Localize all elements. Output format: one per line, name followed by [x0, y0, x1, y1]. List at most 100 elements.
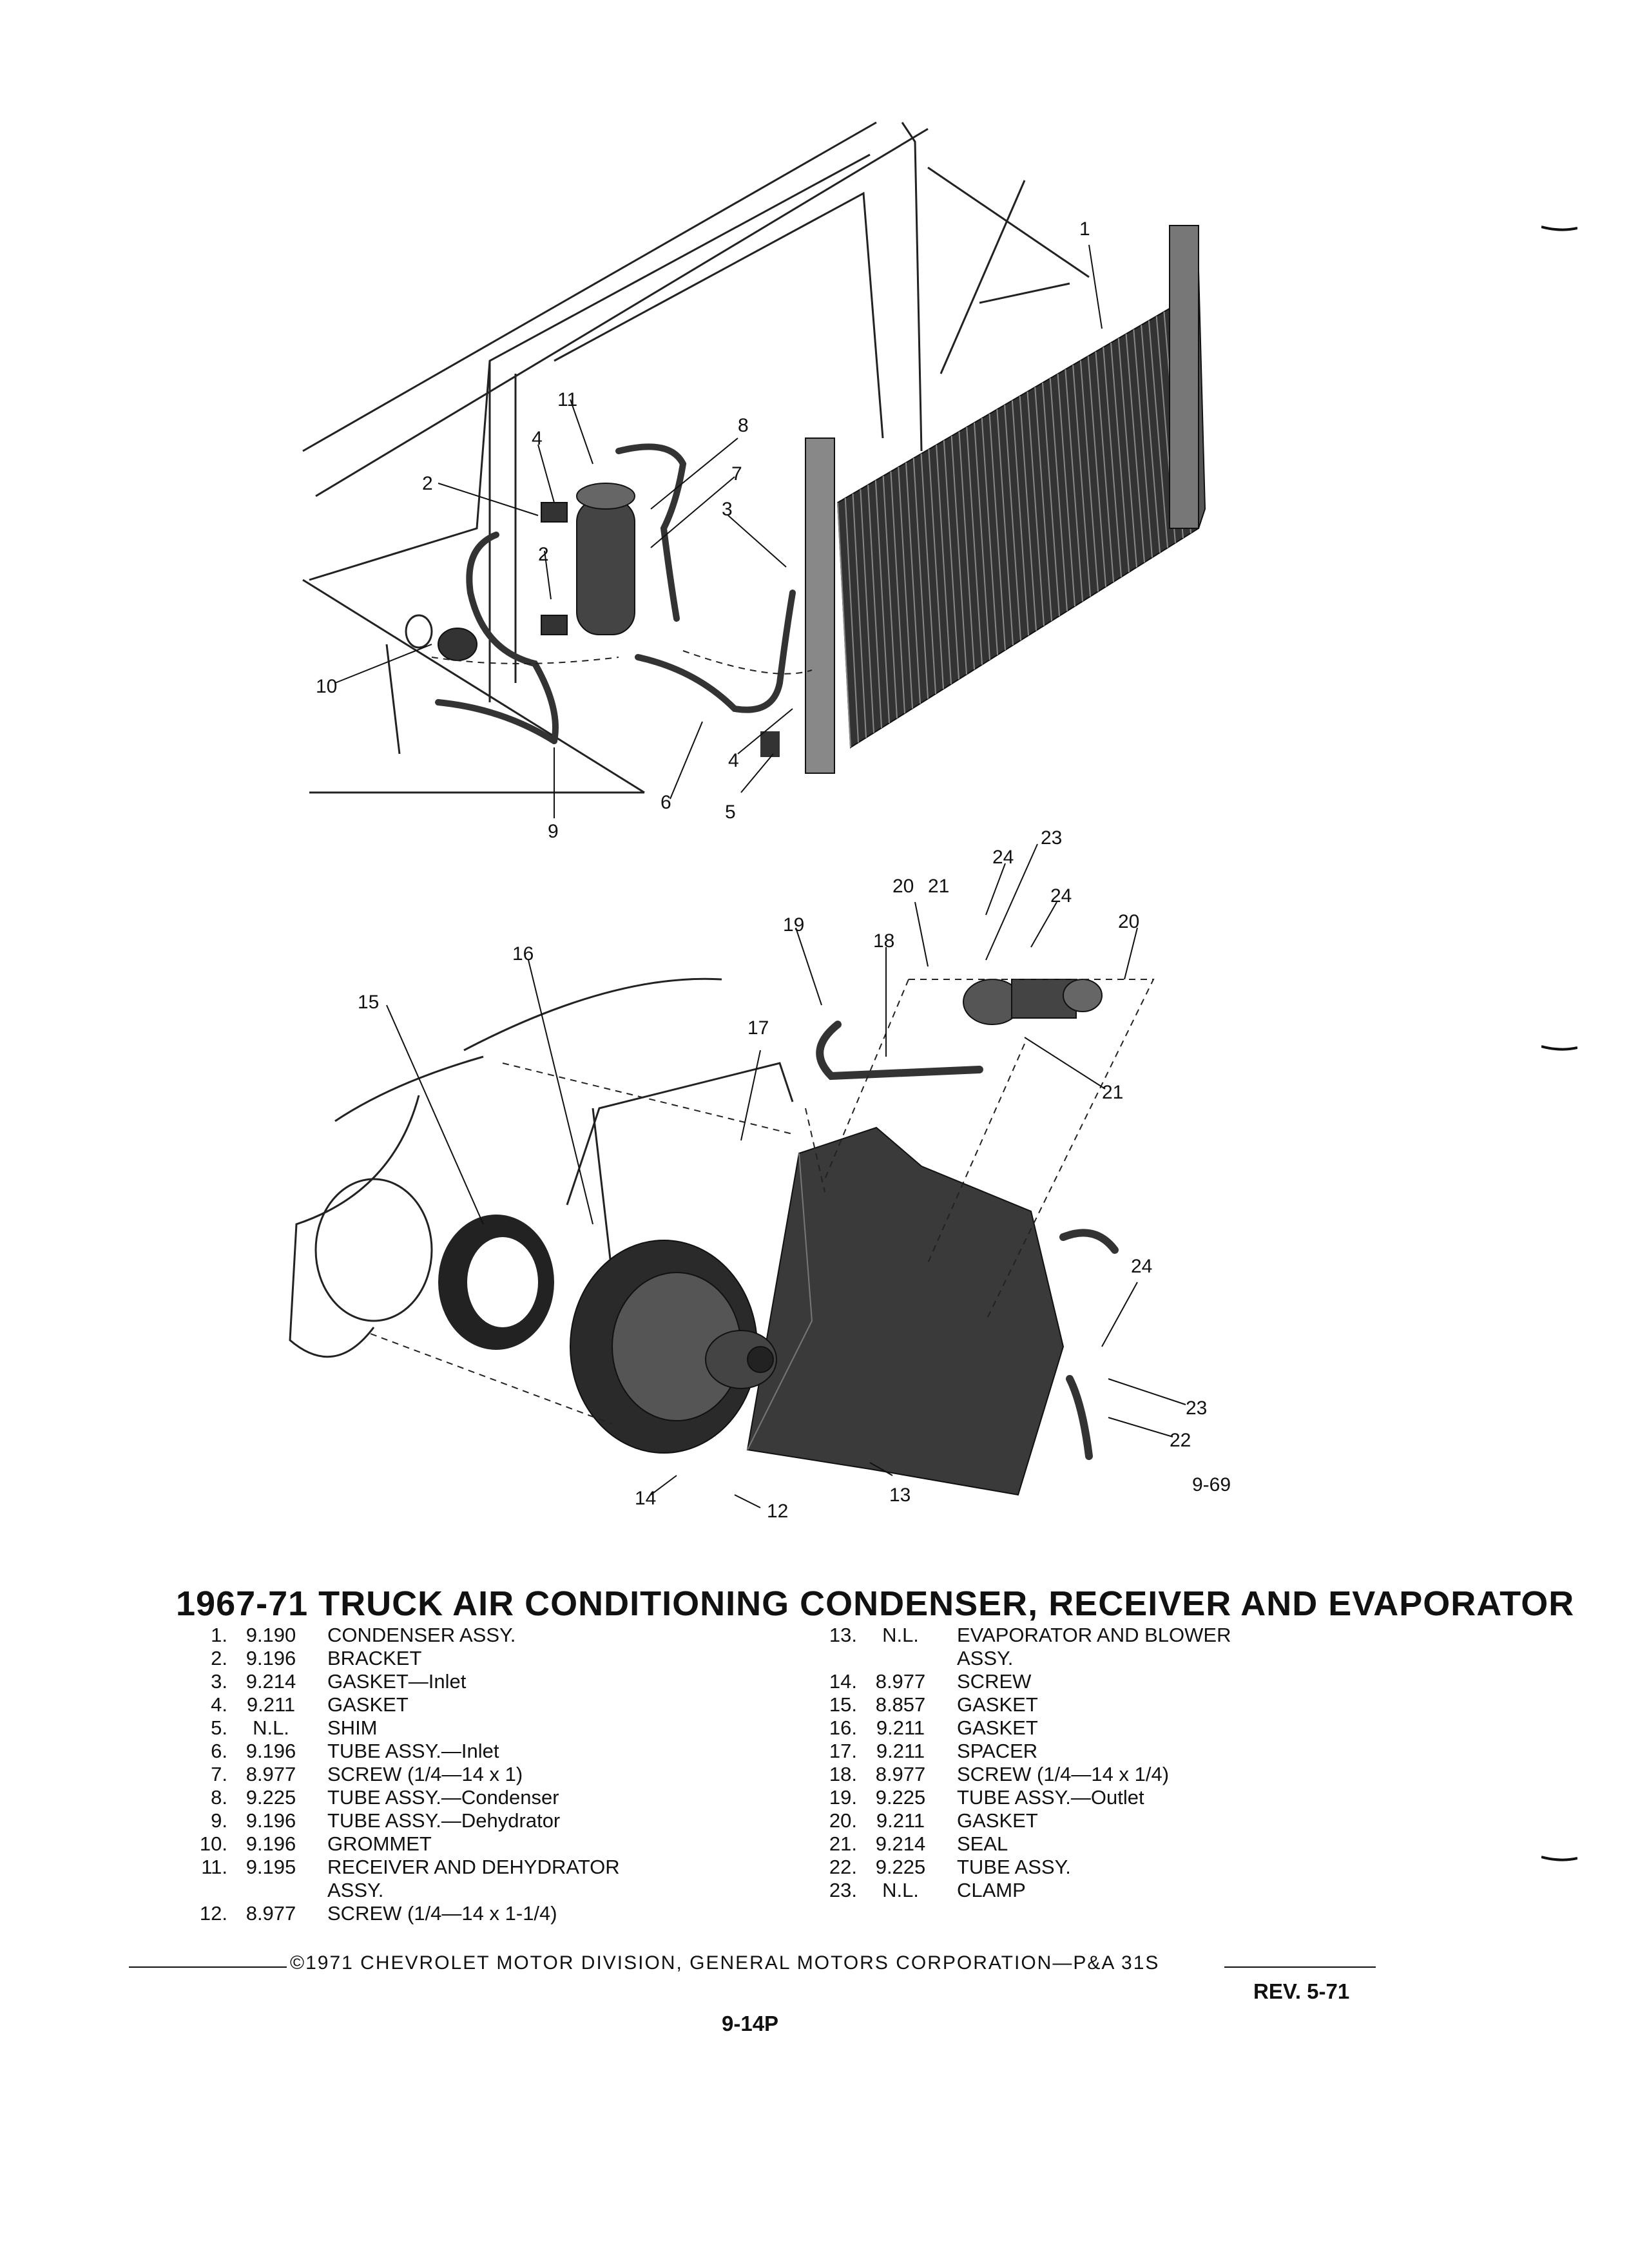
- condenser-fin: [1004, 405, 1021, 640]
- part-number: 15.: [829, 1693, 857, 1716]
- part-group-code: 8.977: [875, 1763, 926, 1785]
- condenser-fin: [1103, 347, 1122, 577]
- part-group-code: 8.857: [875, 1693, 926, 1716]
- callout-label: 24: [1050, 885, 1072, 907]
- condenser-fin: [905, 462, 921, 704]
- condenser-fin: [867, 485, 882, 728]
- margin-tick-mark: [1541, 226, 1577, 231]
- part-description: CLAMP: [957, 1879, 1026, 1901]
- part-description: TUBE ASSY.—Dehydrator: [327, 1809, 561, 1832]
- part-description: GASKET: [957, 1693, 1038, 1716]
- margin-tick-mark: [1541, 1045, 1577, 1051]
- footer-rule-left: [129, 1966, 287, 1968]
- condenser-fin: [874, 480, 890, 724]
- condenser-fin: [1027, 391, 1045, 626]
- part-description-continued: ASSY.: [327, 1879, 384, 1901]
- condenser-fin: [1110, 342, 1130, 573]
- part-number: 5.: [211, 1716, 227, 1739]
- condenser-fin: [1141, 325, 1161, 553]
- part-group-code: N.L.: [882, 1879, 919, 1901]
- condenser-fin: [1034, 387, 1052, 621]
- part-number: 17.: [829, 1740, 857, 1762]
- callout-leaders: [334, 244, 1186, 1508]
- part-group-code: 9.214: [875, 1832, 926, 1855]
- part-group-code: 9.225: [875, 1786, 926, 1809]
- page-number: 9-14P: [722, 2012, 779, 2035]
- condenser-core: [805, 225, 1206, 774]
- part-number: 8.: [211, 1786, 227, 1809]
- callout-label: 13: [889, 1485, 911, 1506]
- condenser-fin: [974, 422, 990, 660]
- parts-list-row: 21. 9.214 SEAL: [812, 1832, 1231, 1856]
- document-title: 1967-71 TRUCK AIR CONDITIONING CONDENSER…: [176, 1584, 1575, 1623]
- part-description: TUBE ASSY.—Condenser: [327, 1786, 559, 1809]
- part-description: GASKET: [957, 1716, 1038, 1739]
- part-number: 2.: [211, 1647, 227, 1669]
- callout-label: 23: [1186, 1398, 1207, 1419]
- callout-label: 8: [738, 415, 749, 436]
- condenser-fin: [1042, 382, 1060, 617]
- part-description: RECEIVER AND DEHYDRATOR: [327, 1856, 620, 1878]
- receiver-dehydrator: [541, 483, 635, 635]
- callout-label: 4: [532, 428, 543, 449]
- condenser-fin: [837, 502, 851, 748]
- part-description: GASKET: [957, 1809, 1038, 1832]
- callout-label: 21: [1102, 1082, 1123, 1103]
- part-group-code: 9.211: [876, 1716, 925, 1739]
- condenser-fin: [1133, 329, 1153, 558]
- part-group-code: 8.977: [875, 1670, 926, 1693]
- part-group-code: 8.977: [246, 1902, 296, 1925]
- shim: [760, 731, 780, 757]
- part-description: SEAL: [957, 1832, 1008, 1855]
- callout-label: 15: [358, 992, 379, 1013]
- condenser-fin: [996, 409, 1014, 646]
- part-group-code: 9.211: [876, 1809, 925, 1832]
- part-group-code: 9.214: [246, 1670, 296, 1693]
- condenser-fin: [898, 466, 913, 709]
- callout-label: 4: [728, 750, 739, 771]
- part-description: EVAPORATOR AND BLOWER: [957, 1624, 1231, 1646]
- part-number: 21.: [829, 1832, 857, 1855]
- callout-label: 3: [722, 499, 733, 520]
- part-group-code: 9.211: [876, 1740, 925, 1762]
- callout-label: 24: [1131, 1256, 1152, 1277]
- expansion-valve: [963, 979, 1103, 1025]
- part-number: 20.: [829, 1809, 857, 1832]
- parts-list-row: 11. 9.195 RECEIVER AND DEHYDRATOR: [182, 1856, 620, 1879]
- condenser-fin: [950, 436, 967, 675]
- part-description: SHIM: [327, 1716, 378, 1739]
- part-number: 12.: [199, 1902, 227, 1925]
- part-group-code: N.L.: [253, 1716, 289, 1739]
- part-number: 10.: [199, 1832, 227, 1855]
- callout-label: 5: [725, 802, 736, 823]
- margin-tick-mark: [1541, 1856, 1577, 1861]
- part-number: 22.: [829, 1856, 857, 1878]
- part-group-code: 8.977: [246, 1763, 296, 1785]
- part-description: GROMMET: [327, 1832, 432, 1855]
- blower-gasket: [438, 1215, 554, 1350]
- part-number: 11.: [201, 1856, 227, 1878]
- condenser-fin: [1087, 356, 1106, 587]
- condenser-fin: [1019, 396, 1037, 631]
- condenser-fin: [988, 414, 1006, 650]
- callout-label: 7: [731, 463, 742, 485]
- part-group-code: 9.190: [246, 1624, 296, 1646]
- part-group-code: 9.211: [246, 1693, 296, 1716]
- condenser-fin: [890, 471, 905, 714]
- condenser-fin: [1049, 378, 1068, 611]
- condenser-fin: [920, 454, 936, 694]
- condenser-fin: [852, 494, 867, 738]
- part-group-code: 9.195: [246, 1856, 296, 1878]
